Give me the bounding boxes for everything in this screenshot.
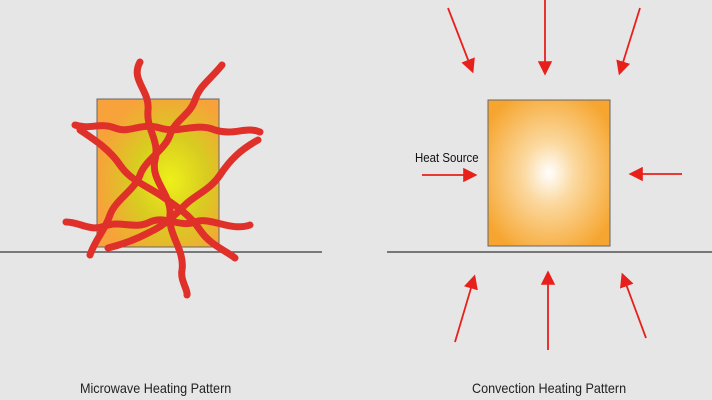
heat-arrows [422,0,682,350]
convection-food-block [487,99,611,247]
microwave-caption: Microwave Heating Pattern [80,380,232,396]
heat-source-label: Heat Source [415,150,479,165]
convection-caption: Convection Heating Pattern [472,380,627,396]
microwave-waves [62,58,264,299]
